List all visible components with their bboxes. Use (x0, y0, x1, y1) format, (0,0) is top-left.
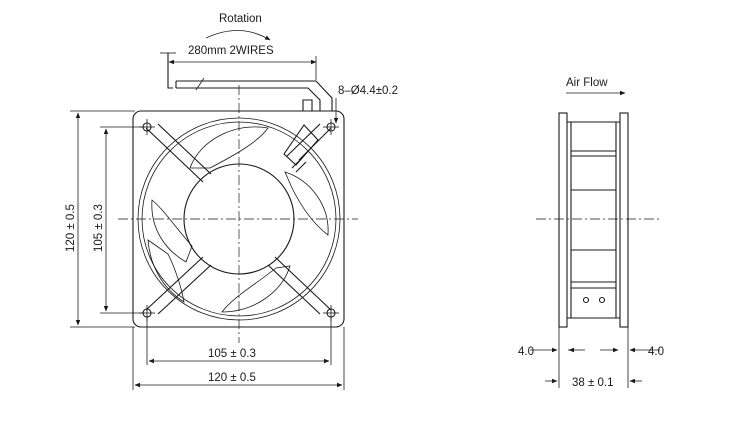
air-flow-label: Air Flow (566, 77, 608, 89)
wire-leads: 280mm 2WIRES (160, 45, 333, 111)
depth-label: 38 ± 0.1 (572, 377, 613, 389)
side-view: Air Flow 4.0 4.0 (518, 77, 664, 389)
venturi-outer (137, 117, 341, 321)
hub (183, 163, 295, 275)
corner-struts (145, 123, 332, 315)
width-dimensions: 105 ± 0.3 120 ± 0.5 (132, 316, 345, 390)
terminal-left (582, 296, 590, 304)
rear-flange (619, 112, 629, 328)
height-dimensions: 120 ± 0.5 105 ± 0.3 (65, 110, 145, 328)
rotation-indicator: Rotation (205, 13, 271, 41)
flange-left-label: 4.0 (518, 346, 534, 358)
front-flange (558, 112, 568, 328)
hole-callout: 8–Ø4.4±0.2 (333, 85, 398, 124)
fan-body-side (567, 121, 620, 319)
height-outer-label: 120 ± 0.5 (65, 204, 77, 252)
wire-cut-mark (195, 77, 205, 91)
flange-right-label: 4.0 (648, 346, 664, 358)
height-inner-label: 105 ± 0.3 (93, 204, 105, 252)
hole-spec-label: 8–Ø4.4±0.2 (338, 85, 398, 97)
rotation-label: Rotation (219, 13, 262, 25)
width-inner-label: 105 ± 0.3 (208, 348, 256, 360)
venturi-inner (141, 121, 337, 317)
wire-exit (283, 99, 319, 173)
wire-label: 280mm 2WIRES (188, 45, 274, 57)
width-outer-label: 120 ± 0.5 (208, 372, 256, 384)
terminal-right (598, 296, 606, 304)
curved-arrow-icon (205, 30, 271, 41)
front-view (118, 85, 358, 343)
fan-blades (147, 126, 329, 313)
